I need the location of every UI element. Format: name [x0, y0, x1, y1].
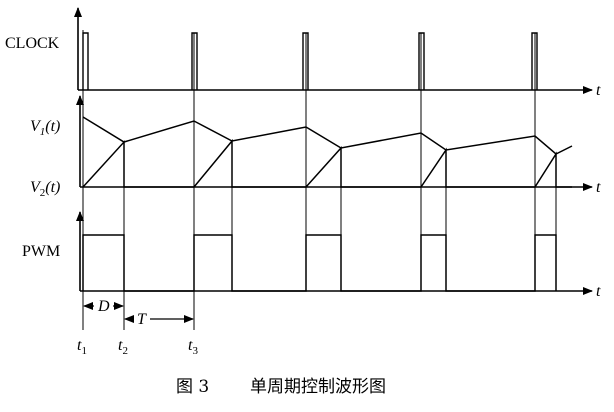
- pwm-label: PWM: [22, 243, 60, 260]
- clock-label: CLOCK: [5, 35, 60, 52]
- pwm-waveform: [82, 234, 557, 292]
- pwm-channel: PWM t: [22, 211, 601, 300]
- clock-channel: CLOCK t: [5, 7, 601, 99]
- caption-title: 单周期控制波形图: [250, 377, 386, 397]
- time-instant-labels: t1 t2 t3: [77, 337, 198, 357]
- v1-label: V1(t): [30, 118, 60, 138]
- figure-caption: 图 3 单周期控制波形图: [176, 377, 386, 397]
- pwm-axis-t: t: [596, 283, 601, 300]
- caption-figure-number: 图 3: [176, 377, 209, 397]
- timing-guides: [82, 30, 557, 330]
- clock-pulse-1: [82, 32, 89, 90]
- clock-axis-t: t: [596, 82, 601, 99]
- d-label: D: [97, 298, 110, 315]
- duration-annotations: D T: [83, 298, 194, 328]
- voltage-axis-t: t: [596, 179, 601, 196]
- v1-waveform: [82, 116, 573, 155]
- v2-waveform: [82, 138, 572, 188]
- voltage-channel: V1(t) V2(t) t: [30, 95, 601, 199]
- t1-label: t1: [77, 337, 87, 357]
- t3-label: t3: [188, 337, 198, 357]
- t-period-label: T: [137, 311, 147, 328]
- v2-label: V2(t): [30, 179, 60, 199]
- t2-label: t2: [118, 337, 128, 357]
